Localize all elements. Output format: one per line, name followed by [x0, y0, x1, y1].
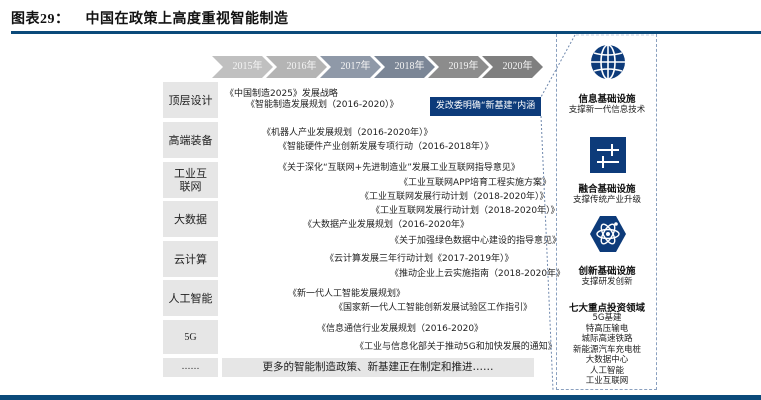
- timeline-year-2018: 2018年: [374, 56, 435, 78]
- key-areas-list: 5G基建 特高压输电 城际高速铁路 新能源汽车充电桩 大数据中心 人工智能 工业…: [557, 313, 657, 387]
- timeline-year-2016: 2016年: [266, 56, 327, 78]
- figure-title: 图表29： 中国在政策上高度重视智能制造: [11, 8, 289, 28]
- policy-item: 《新一代人工智能发展规划》: [288, 289, 406, 299]
- sliders-icon: [588, 135, 628, 175]
- policy-item: 《工业互联网APP培育工程实施方案》: [399, 178, 552, 188]
- header-rule: [11, 31, 761, 34]
- key-area-item: 特高压输电: [585, 323, 629, 334]
- policy-item: 《工业互联网发展行动计划（2018-2020年）》: [360, 192, 549, 202]
- category-cloud-computing: 云计算: [163, 241, 218, 277]
- policy-item: 《工业与信息化部关于推动5G和加快发展的通知》: [355, 342, 557, 352]
- policy-item: 《机器人产业发展规划（2016-2020年）》: [262, 128, 433, 138]
- new-infrastructure-callout: 发改委明确“新基建”内涵: [430, 97, 541, 116]
- policy-item: 《关于加强绿色数据中心建设的指导意见》: [390, 236, 562, 246]
- category-industrial-internet: 工业互联网: [163, 162, 218, 198]
- key-area-item: 大数据中心: [585, 355, 629, 365]
- globe-icon: [588, 42, 628, 82]
- key-area-item: 新能源汽车充电桩: [572, 344, 641, 355]
- more-policies-note: 更多的智能制造政策、新基建正在制定和推进……: [222, 358, 534, 377]
- policy-item: 《工业互联网发展行动计划（2018-2020年）》: [371, 206, 560, 216]
- category-more: ……: [163, 358, 218, 377]
- policy-item: 《信息通信行业发展规划（2016-2020》: [317, 324, 484, 334]
- category-5g: 5G: [163, 320, 218, 354]
- policy-item: 《中国制造2025》发展战略: [225, 89, 338, 99]
- infra-innovation-subtitle: 支撑研发创新: [581, 277, 633, 287]
- policy-item: 《智能硬件产业创新发展专项行动（2016-2018年）》: [278, 142, 494, 152]
- key-area-item: 城际高速铁路: [581, 334, 633, 344]
- key-area-item: 工业互联网: [585, 376, 629, 386]
- policy-item: 《推动企业上云实施指南（2018-2020年》: [390, 269, 566, 279]
- figure-title-text: 中国在政策上高度重视智能制造: [85, 11, 289, 27]
- infra-info-subtitle: 支撑新一代信息技术: [568, 105, 646, 115]
- key-areas-title: 七大重点投资领域: [568, 303, 645, 314]
- policy-item: 《云计算发展三年行动计划《2017-2019年）》: [325, 254, 514, 264]
- key-area-item: 人工智能: [589, 365, 624, 376]
- new-infrastructure-panel: [556, 34, 657, 390]
- timeline-year-2015: 2015年: [212, 56, 273, 78]
- footer-rule: [0, 395, 761, 400]
- infra-innovation-title: 创新基础设施: [578, 266, 636, 277]
- timeline-year-2020: 2020年: [482, 56, 543, 78]
- category-top-level-design: 顶层设计: [163, 82, 218, 118]
- policy-item: 《关于深化“互联网+先进制造业”发展工业互联网指导意见》: [278, 163, 520, 173]
- figure-label: 图表29：: [11, 12, 70, 27]
- timeline-year-2019: 2019年: [428, 56, 489, 78]
- infra-fusion-subtitle: 支撑传统产业升级: [572, 195, 641, 205]
- key-area-item: 5G基建: [592, 313, 622, 323]
- category-ai: 人工智能: [163, 280, 218, 316]
- category-high-end-equipment: 高端装备: [163, 122, 218, 158]
- policy-item: 《智能制造发展规划（2016-2020）》: [246, 100, 399, 110]
- policy-item: 《大数据产业发展规划（2016-2020年》: [303, 220, 470, 230]
- policy-item: 《国家新一代人工智能创新发展试验区工作指引》: [334, 303, 533, 313]
- atom-icon: [588, 214, 628, 254]
- category-big-data: 大数据: [163, 201, 218, 237]
- infra-info-title: 信息基础设施: [578, 94, 636, 105]
- infra-fusion-title: 融合基础设施: [578, 184, 636, 195]
- timeline-year-2017: 2017年: [320, 56, 381, 78]
